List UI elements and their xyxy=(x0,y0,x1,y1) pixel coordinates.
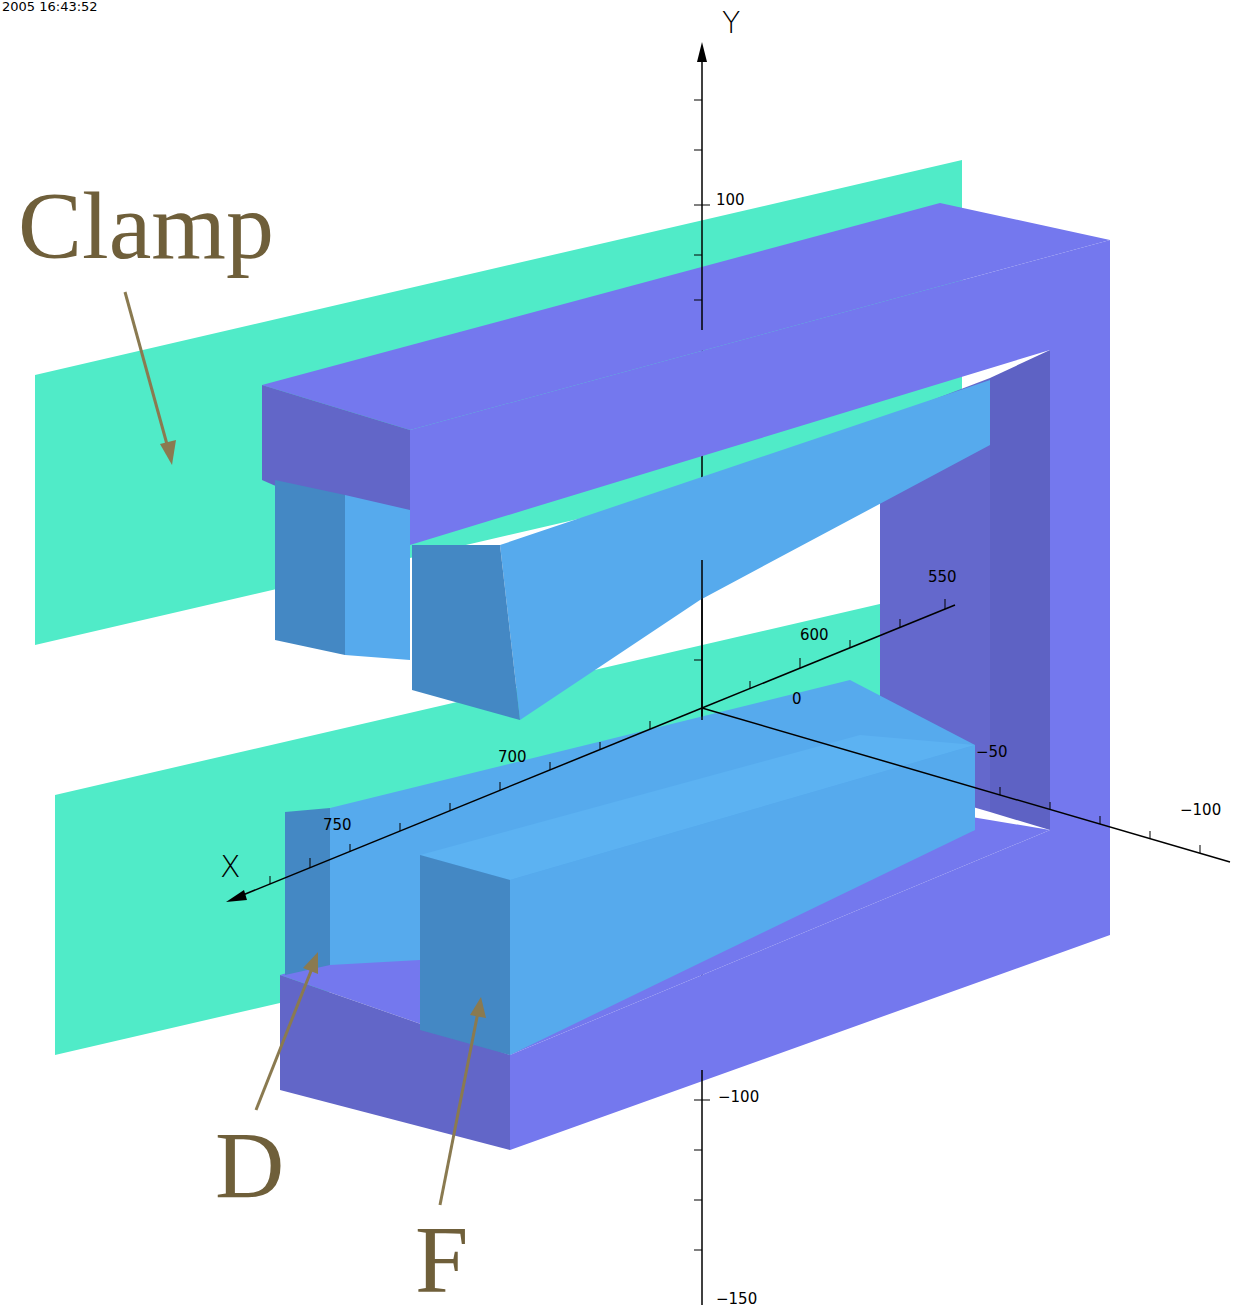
tick-label: 700 xyxy=(498,750,527,765)
upper-pole xyxy=(275,380,990,720)
lower-pole xyxy=(285,680,975,1055)
axis-arrowhead xyxy=(697,42,707,62)
axes xyxy=(238,55,1230,1305)
leader-lines xyxy=(125,292,486,1205)
part-name: Clamp xyxy=(18,178,274,274)
tick-label: 550 xyxy=(928,570,957,585)
part-name: D xyxy=(215,1118,284,1214)
tick-label: 100 xyxy=(716,193,745,208)
tick-label: −150 xyxy=(716,1292,757,1307)
timestamp: 2005 16:43:52 xyxy=(2,0,98,13)
tick-label: 750 xyxy=(323,818,352,833)
tick-label: 0 xyxy=(792,692,802,707)
axis-label: X xyxy=(220,852,241,882)
yoke xyxy=(262,203,1110,1150)
tick-label: −100 xyxy=(718,1090,759,1105)
tick-label: −50 xyxy=(976,745,1008,760)
axis-arrowhead xyxy=(226,890,247,902)
axis-label: Y xyxy=(722,8,740,38)
tick-label: 600 xyxy=(800,628,829,643)
tick-label: −100 xyxy=(1180,803,1221,818)
part-name: F xyxy=(415,1212,468,1308)
